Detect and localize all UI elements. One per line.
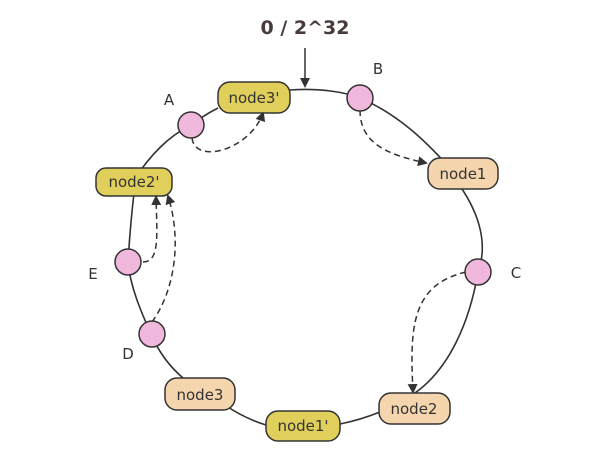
data-point-d: D [122, 320, 166, 363]
data-point-c: C [464, 258, 521, 286]
node-node1-virtual: node1' [265, 410, 341, 442]
data-point-b: B [346, 60, 383, 112]
data-point-e: E [88, 248, 142, 283]
node-node3-virtual: node3' [217, 81, 291, 114]
svg-text:D: D [122, 345, 134, 363]
svg-text:node2': node2' [108, 173, 159, 191]
hash-ring [127, 88, 484, 426]
mapping-arrow-e [142, 195, 162, 263]
svg-text:node3': node3' [228, 89, 279, 107]
svg-text:B: B [373, 60, 383, 78]
mapping-arrow-d [151, 194, 176, 323]
svg-text:node1: node1 [440, 165, 487, 183]
svg-text:node1': node1' [277, 417, 328, 435]
svg-text:node2: node2 [391, 400, 438, 418]
node-node2-virtual: node2' [95, 167, 173, 197]
mapping-arrow-a [191, 111, 266, 153]
svg-text:C: C [511, 264, 521, 282]
mapping-arrow-b [359, 109, 428, 167]
svg-text:node3: node3 [177, 386, 224, 404]
node-node3: node3 [164, 377, 236, 411]
node-node1: node1 [427, 157, 499, 190]
svg-text:A: A [164, 91, 175, 109]
data-point-a: A [164, 91, 205, 139]
svg-text:E: E [88, 265, 97, 283]
ring-origin-label: 0 / 2^32 [261, 17, 350, 39]
mapping-arrow-c [407, 271, 467, 394]
node-node2: node2 [378, 392, 451, 425]
